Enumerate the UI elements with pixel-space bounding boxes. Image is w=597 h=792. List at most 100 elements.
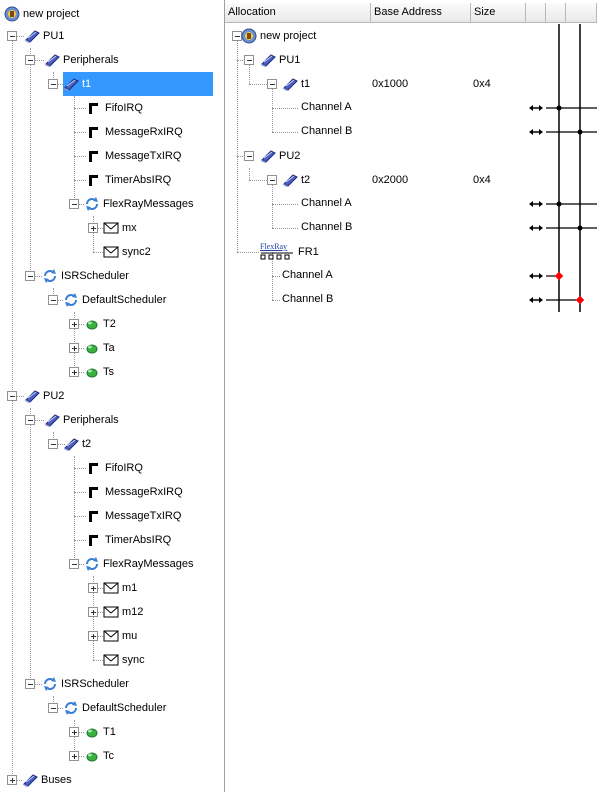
tree-row-task[interactable]: Ta [0,336,224,360]
collapse-isr-toggle[interactable] [25,679,35,689]
expand-message-toggle[interactable] [88,631,98,641]
tree-label-irq: MessageTxIRQ [105,150,182,162]
tree-row-irq[interactable]: MessageRxIRQ [0,120,224,144]
bus-endpoint-node[interactable] [575,295,585,305]
tree-row-message[interactable]: m12 [0,600,224,624]
tree-row-irq[interactable]: FifoIRQ [0,456,224,480]
collapse-default-scheduler-toggle[interactable] [48,703,58,713]
alloc-row-channel[interactable]: Channel B [225,216,597,240]
collapse-t1-toggle[interactable] [48,79,58,89]
expand-buses-toggle[interactable] [7,775,17,785]
tree-row-task[interactable]: T1 [0,720,224,744]
expand-task-toggle[interactable] [69,751,79,761]
tree-row-message[interactable]: sync2 [0,240,224,264]
collapse-pu1-toggle[interactable] [7,31,17,41]
expand-task-toggle[interactable] [69,367,79,377]
alloc-row-pu2[interactable]: PU2 [225,144,597,168]
tree-row-t2[interactable]: t2 [0,432,224,456]
connection-node[interactable] [577,225,583,231]
bus-endpoint-node[interactable] [554,271,564,281]
tree-row-default-scheduler[interactable]: DefaultScheduler [0,288,224,312]
tree-row-task[interactable]: Ts [0,360,224,384]
tree-label-task: Ts [103,366,114,378]
connection-row[interactable] [528,295,585,305]
expand-task-toggle[interactable] [69,343,79,353]
expand-task-toggle[interactable] [69,319,79,329]
tree-row-pu2[interactable]: PU2 [0,384,224,408]
column-header-allocation[interactable]: Allocation [225,3,371,23]
column-header-bus-1[interactable] [526,3,546,23]
tree-row-message[interactable]: mu [0,624,224,648]
expand-message-toggle[interactable] [88,583,98,593]
alloc-row-channel[interactable]: Channel A [225,264,597,288]
collapse-pu2-toggle[interactable] [244,151,254,161]
tree-row-pu2-peripherals[interactable]: Peripherals [0,408,224,432]
collapse-flexray-toggle[interactable] [69,559,79,569]
connection-row[interactable] [528,271,564,281]
bidirectional-arrow-icon [528,296,544,304]
collapse-t2-toggle[interactable] [267,175,277,185]
connection-node[interactable] [556,201,562,207]
alloc-row-t1[interactable]: t1 0x1000 0x4 [225,72,597,96]
project-icon [4,6,20,22]
tree-row-irq[interactable]: TimerAbsIRQ [0,168,224,192]
connection-row[interactable] [528,224,597,232]
tree-row-message[interactable]: mx [0,216,224,240]
tree-label-peripherals: Peripherals [63,54,119,66]
collapse-t2-toggle[interactable] [48,439,58,449]
task-icon [84,748,100,764]
alloc-row-t2[interactable]: t2 0x2000 0x4 [225,168,597,192]
column-header-size[interactable]: Size [471,3,526,23]
tree-label-irq: FifoIRQ [105,462,143,474]
collapse-peripherals-toggle[interactable] [25,415,35,425]
tree-row-root[interactable]: new project [0,2,224,26]
alloc-row-pu1[interactable]: PU1 [225,48,597,72]
tree-row-flexray-messages[interactable]: FlexRayMessages [0,552,224,576]
tree-row-pu1[interactable]: PU1 [0,24,224,48]
tree-row-buses[interactable]: Buses [0,768,224,792]
expand-message-toggle[interactable] [88,223,98,233]
connection-row[interactable] [528,200,597,208]
collapse-flexray-toggle[interactable] [69,199,79,209]
tree-row-irq[interactable]: MessageRxIRQ [0,480,224,504]
tree-row-irq[interactable]: MessageTxIRQ [0,504,224,528]
tree-row-message[interactable]: sync [0,648,224,672]
bus-connection-diagram[interactable] [225,0,597,320]
connection-row[interactable] [528,128,597,136]
column-header-bus-2[interactable] [546,3,566,23]
column-header-base-address[interactable]: Base Address [371,3,471,23]
tree-label-irq: FifoIRQ [105,102,143,114]
collapse-pu1-toggle[interactable] [244,55,254,65]
project-tree-panel[interactable]: new project PU1 Peripherals t1 FifoIRQ M… [0,0,225,792]
connection-node[interactable] [556,105,562,111]
tree-row-irq[interactable]: FifoIRQ [0,96,224,120]
expand-task-toggle[interactable] [69,727,79,737]
alloc-row-channel[interactable]: Channel B [225,288,597,312]
tree-row-isr-scheduler[interactable]: ISRScheduler [0,672,224,696]
collapse-peripherals-toggle[interactable] [25,55,35,65]
alloc-row-channel[interactable]: Channel A [225,192,597,216]
tree-row-flexray-messages[interactable]: FlexRayMessages [0,192,224,216]
tree-label-root: new project [23,8,80,20]
collapse-isr-toggle[interactable] [25,271,35,281]
expand-message-toggle[interactable] [88,607,98,617]
connection-node[interactable] [577,129,583,135]
tree-row-pu1-peripherals[interactable]: Peripherals [0,48,224,72]
tree-row-message[interactable]: m1 [0,576,224,600]
tree-row-task[interactable]: T2 [0,312,224,336]
tree-row-t1[interactable]: t1 [0,72,224,96]
tree-row-default-scheduler[interactable]: DefaultScheduler [0,696,224,720]
collapse-pu2-toggle[interactable] [7,391,17,401]
tree-row-irq[interactable]: TimerAbsIRQ [0,528,224,552]
collapse-t1-toggle[interactable] [267,79,277,89]
tree-row-irq[interactable]: MessageTxIRQ [0,144,224,168]
alloc-row-fr1[interactable]: FlexRay FR1 [225,240,597,264]
tree-row-task[interactable]: Tc [0,744,224,768]
connection-row[interactable] [528,104,597,112]
allocation-panel[interactable]: Allocation Base Address Size new project… [225,0,597,792]
tree-row-isr-scheduler[interactable]: ISRScheduler [0,264,224,288]
alloc-row-root[interactable]: new project [225,24,597,48]
alloc-row-channel[interactable]: Channel A [225,96,597,120]
alloc-row-channel[interactable]: Channel B [225,120,597,144]
collapse-default-scheduler-toggle[interactable] [48,295,58,305]
